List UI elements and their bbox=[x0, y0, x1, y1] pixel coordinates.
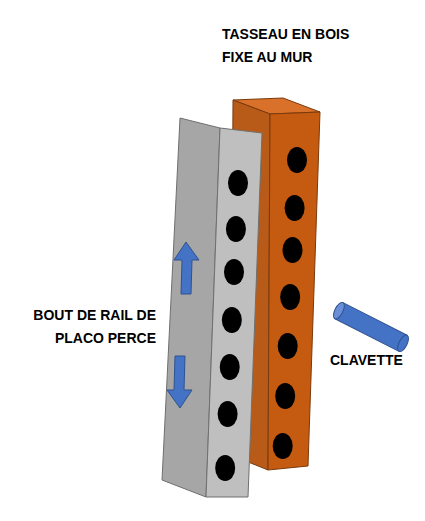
drywall-rail bbox=[162, 118, 262, 497]
rail-label: BOUT DE RAIL DE PLACO PERCE bbox=[10, 304, 156, 350]
batten-holes bbox=[273, 147, 307, 459]
batten-label: TASSEAU EN BOIS FIXE AU MUR bbox=[222, 23, 382, 69]
key-pin bbox=[331, 301, 410, 353]
key-pin-label: CLAVETTE bbox=[330, 349, 403, 372]
slide-arrows bbox=[167, 242, 199, 408]
rail-holes bbox=[215, 170, 248, 481]
